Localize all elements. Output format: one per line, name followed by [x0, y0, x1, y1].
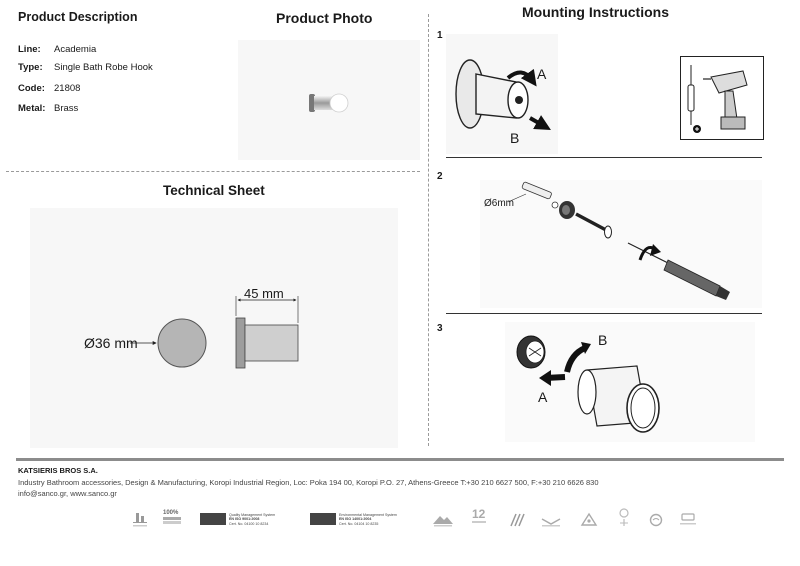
warranty-12-logo: 12 — [472, 507, 486, 523]
environmental-cert-logo: Environmental Management System EN ISO 1… — [310, 513, 397, 526]
plus-icon — [693, 125, 701, 133]
length-label: 45 mm — [244, 286, 284, 301]
step1-illustration — [446, 34, 558, 154]
mounting-instructions-heading: Mounting Instructions — [522, 4, 669, 20]
quality-cert-logo: Quality Management System EN ISO 9001:20… — [200, 513, 275, 526]
product-photo-panel — [238, 40, 420, 160]
spec-type: Type:Single Bath Robe Hook — [18, 62, 153, 73]
technical-drawing-panel — [30, 208, 398, 448]
technical-sheet-heading: Technical Sheet — [163, 183, 265, 198]
spec-metal: Metal:Brass — [18, 103, 79, 114]
step1-label-b: B — [510, 130, 520, 146]
step-number-2: 2 — [437, 171, 443, 182]
hotels-logo — [130, 512, 152, 533]
drill-icon — [703, 70, 748, 130]
eu-flag-icon — [310, 513, 336, 526]
diameter-label: Ø36 mm — [84, 335, 138, 351]
step-divider-1 — [446, 157, 762, 158]
eu-flag-icon — [200, 513, 226, 526]
guarantee-100-logo: 100% — [163, 510, 181, 524]
step3-label-b: B — [598, 332, 608, 348]
company-contact: info@sanco.gr, www.sanco.gr — [18, 489, 117, 498]
step-number-1: 1 — [437, 30, 443, 41]
technical-drawing — [130, 296, 299, 369]
step-divider-2 — [446, 313, 762, 314]
step3-illustration — [505, 322, 755, 442]
step3-label-a: A — [538, 389, 548, 405]
step2-illustration — [480, 180, 762, 308]
stripes-logo — [508, 512, 526, 533]
brand-logo — [678, 512, 698, 533]
circle-logo — [648, 512, 664, 533]
step2-diameter-label: Ø6mm — [484, 198, 514, 209]
mountain-logo — [432, 512, 454, 533]
sun-logo — [615, 506, 633, 533]
product-photo-heading: Product Photo — [276, 10, 373, 26]
vertical-divider — [428, 14, 429, 446]
step-number-3: 3 — [437, 323, 443, 334]
company-name: KATSIERIS BROS S.A. — [18, 466, 98, 475]
product-photo-image — [309, 93, 349, 113]
product-description-heading: Product Description — [18, 10, 138, 24]
spec-line: Line:Academia — [18, 44, 97, 55]
water-saving-logo — [540, 512, 562, 533]
recycle-logo — [580, 512, 598, 533]
horizontal-divider — [6, 171, 420, 172]
footer-bar — [16, 458, 784, 461]
step1-label-a: A — [537, 66, 547, 82]
screwdriver-icon — [687, 65, 695, 125]
spec-code: Code:21808 — [18, 83, 81, 94]
tools-box — [680, 56, 764, 140]
company-address: Industry Bathroom accessories, Design & … — [18, 478, 599, 487]
